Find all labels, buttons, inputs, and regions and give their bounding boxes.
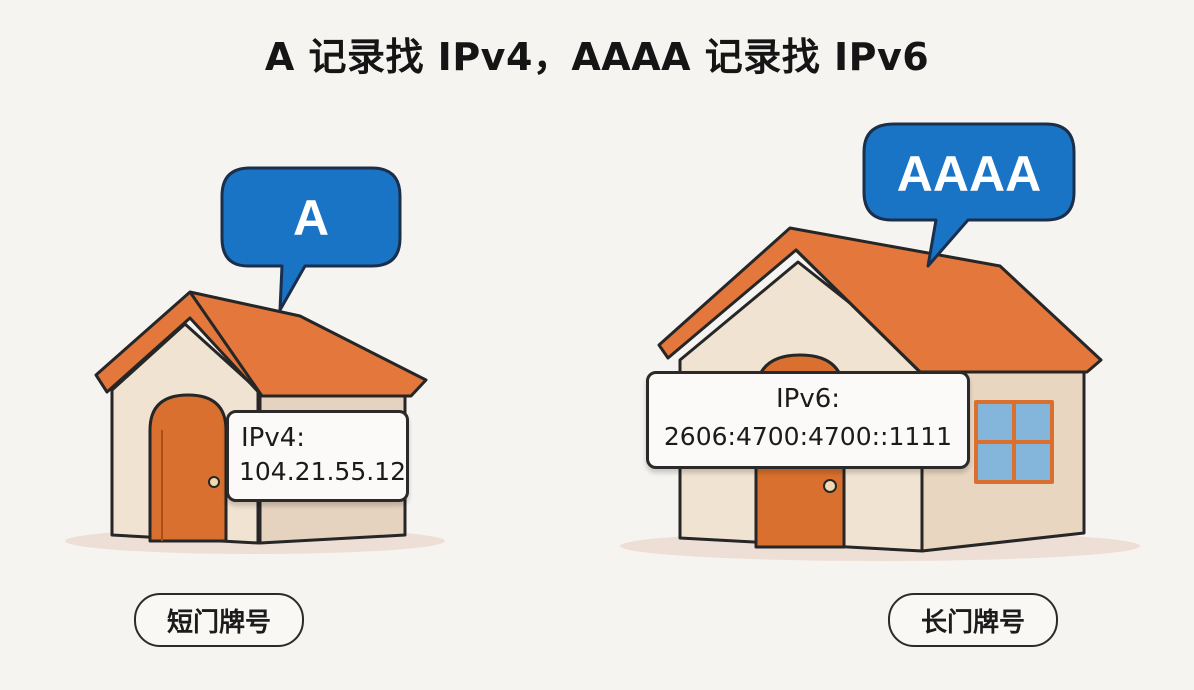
left-door-knob — [208, 476, 220, 488]
ipv6-value: 2606:4700:4700::1111 — [663, 422, 953, 451]
ipv4-label: IPv4: — [241, 423, 306, 453]
left-house — [94, 290, 428, 545]
page-title: A 记录找 IPv4，AAAA 记录找 IPv6 — [264, 35, 930, 79]
ipv4-value: 104.21.55.12 — [239, 457, 406, 486]
ipv6-label: IPv6: — [775, 384, 841, 414]
right-caption: 长门牌号 — [920, 607, 1025, 638]
right-speech-bubble — [862, 122, 1076, 268]
right-caption-pill: 长门牌号 — [888, 593, 1058, 647]
left-caption: 短门牌号 — [166, 607, 271, 638]
left-house-roof-ridge — [188, 291, 264, 397]
left-house-door — [148, 393, 228, 543]
left-speech-bubble — [220, 166, 402, 312]
ipv4-address-card: IPv4: 104.21.55.12 — [226, 410, 409, 502]
ipv6-address-card: IPv6: 2606:4700:4700::1111 — [646, 371, 970, 469]
right-house-roof-ridge — [794, 248, 922, 374]
right-bubble-label: AAAA — [896, 146, 1042, 202]
left-house-roof — [94, 290, 428, 398]
right-house-roof — [657, 226, 1103, 374]
left-bubble-label: A — [292, 190, 330, 246]
right-door-knob — [823, 479, 837, 493]
left-caption-pill: 短门牌号 — [134, 593, 304, 647]
